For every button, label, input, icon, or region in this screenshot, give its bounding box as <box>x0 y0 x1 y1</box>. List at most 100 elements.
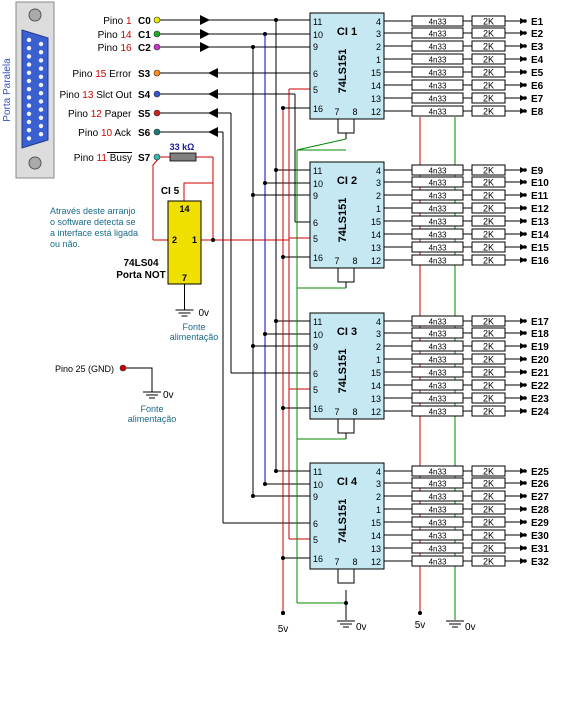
port-pin-icon <box>38 74 44 80</box>
chip-pin-number: 12 <box>371 256 381 266</box>
input-arrow-icon <box>520 18 526 24</box>
input-arrow-icon <box>520 493 526 499</box>
junction-dot <box>211 238 215 242</box>
resistor-2k <box>471 327 506 339</box>
input-arrow-icon <box>520 395 526 401</box>
port-pin-icon <box>26 128 32 133</box>
port-pin-icon <box>38 50 44 55</box>
input-label: E26 <box>531 479 549 490</box>
resistor-2k <box>471 40 506 52</box>
chip-pin-number: 14 <box>179 204 189 214</box>
resistor-label: 4n33 <box>429 519 447 528</box>
chip-pin-number: 2 <box>172 235 177 245</box>
input-terminal <box>523 533 527 537</box>
chip-pin-number: 2 <box>376 342 381 352</box>
resistor-label: 4n33 <box>429 382 447 391</box>
resistor-label: 2K <box>483 204 494 214</box>
port-pin-icon <box>38 115 44 121</box>
port-pin-label: Pino 14 <box>98 30 132 41</box>
resistor-2k <box>471 392 506 404</box>
resistor-4n33 <box>411 315 464 327</box>
chip-body <box>309 161 385 269</box>
chip-pin-number: 3 <box>376 479 381 489</box>
chip-pin-number: 12 <box>371 407 381 417</box>
port-title: Porta Paralela <box>2 58 13 122</box>
resistor-2k <box>471 366 506 378</box>
resistor-2k <box>471 27 506 39</box>
resistor-label: 2K <box>483 407 494 417</box>
input-arrow-icon <box>520 30 526 36</box>
resistor-4n33 <box>411 15 464 27</box>
chip-pin-number: 7 <box>182 273 187 283</box>
note-text: o software detecta se <box>50 217 136 227</box>
port-shell <box>21 29 49 149</box>
chip-pin-number: 1 <box>376 355 381 365</box>
chip-pin-number: 10 <box>313 30 323 40</box>
input-label: E14 <box>531 230 549 241</box>
port-pin-row: Pino 11 Busy <box>74 153 132 164</box>
input-terminal <box>523 96 527 100</box>
chip-body <box>309 12 385 120</box>
junction-dot <box>274 469 278 473</box>
ground-icon <box>175 309 194 317</box>
chip-pin-number: 14 <box>371 381 381 391</box>
resistor-label: 2K <box>483 243 494 253</box>
rail-label: 0v <box>465 622 476 633</box>
port-pin-label: Pino 11 Busy <box>74 153 132 164</box>
resistor-label: 2K <box>483 68 494 78</box>
input-label: E7 <box>531 94 544 105</box>
output-arrow-icon <box>200 42 210 52</box>
input-arrow-icon <box>520 519 526 525</box>
chip-pin-number: 6 <box>313 69 318 79</box>
input-label: E21 <box>531 368 549 379</box>
chip-pin-number: 4 <box>376 166 381 176</box>
resistor-4n33 <box>411 164 464 176</box>
input-arrow-icon <box>520 108 526 114</box>
resistor-4n33 <box>411 241 464 253</box>
chip-pin-number: 15 <box>371 217 381 227</box>
input-terminal <box>523 507 527 511</box>
chip-pin-number: 9 <box>313 42 318 52</box>
junction-dot <box>281 406 285 410</box>
resistor-2k <box>471 465 506 477</box>
resistor-4n33 <box>411 79 464 91</box>
input-label: E27 <box>531 492 549 503</box>
chip-name: CI 1 <box>337 26 357 38</box>
resistor-2k <box>471 202 506 214</box>
input-arrow-icon <box>208 68 218 78</box>
chip-pin-number: 11 <box>313 17 322 27</box>
multiplexer-chip <box>309 12 385 120</box>
resistor-4n33 <box>411 202 464 214</box>
vcc-terminal <box>418 611 422 615</box>
resistor-label: 4n33 <box>429 493 447 502</box>
junction-dot <box>251 494 255 498</box>
resistor-4n33 <box>411 254 464 266</box>
inverter-part: 74LS04 <box>123 258 158 269</box>
inverter-desc: Porta NOT <box>116 270 165 281</box>
resistor-4n33 <box>411 105 464 117</box>
resistor-label: 4n33 <box>429 356 447 365</box>
input-label: E13 <box>531 217 549 228</box>
input-arrow-icon <box>520 179 526 185</box>
resistor-4n33 <box>411 490 464 502</box>
signal-name: C1 <box>138 30 151 41</box>
port-pin-label: Pino 10 Ack <box>78 128 132 139</box>
input-arrow-icon <box>520 244 526 250</box>
input-terminal <box>523 383 527 387</box>
input-arrow-icon <box>520 167 526 173</box>
chip-pin-number: 8 <box>352 256 357 266</box>
signal-name: C2 <box>138 43 151 54</box>
input-label: E1 <box>531 17 544 28</box>
port-pin-icon <box>38 66 44 71</box>
input-terminal <box>523 168 527 172</box>
resistor-4n33 <box>411 465 464 477</box>
input-label: E19 <box>531 342 549 353</box>
resistor-4n33 <box>411 327 464 339</box>
chip-pin-number: 3 <box>376 178 381 188</box>
chip-pin-number: 16 <box>313 253 323 263</box>
resistor-4n33 <box>411 516 464 528</box>
input-terminal <box>523 245 527 249</box>
resistor-2k <box>471 315 506 327</box>
resistor-label: 2K <box>483 55 494 65</box>
chip-pin-number: 7 <box>334 557 339 567</box>
